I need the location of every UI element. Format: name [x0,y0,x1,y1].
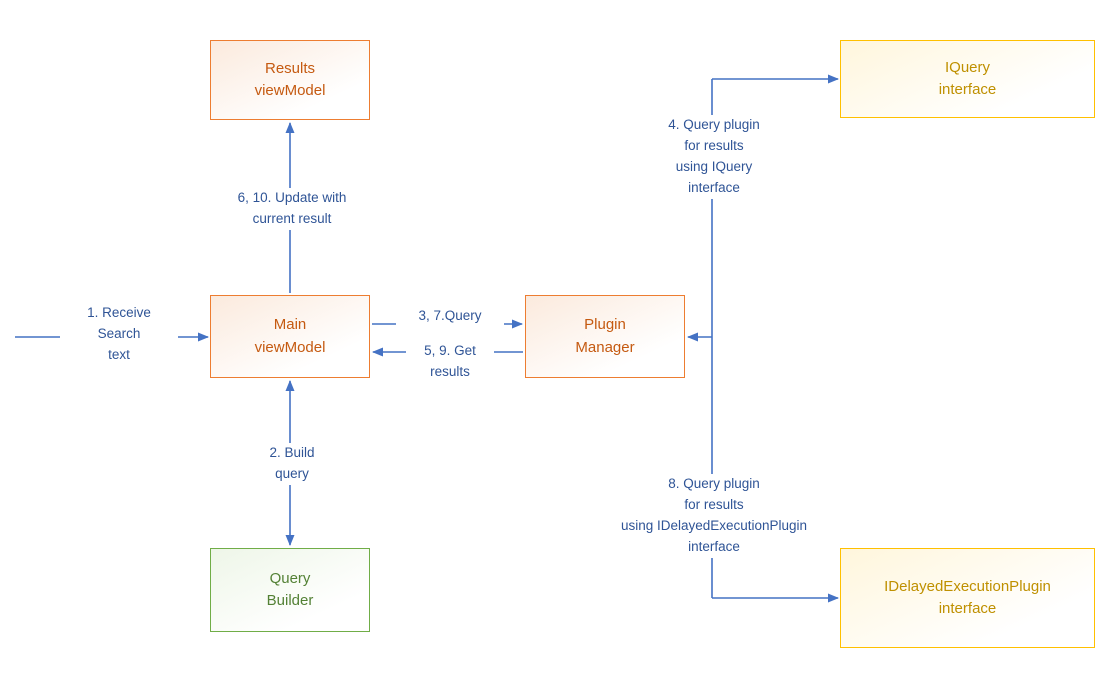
edge-label-query: 3, 7.Query [396,306,504,327]
edge-label-query-plugin-idelayed: 8. Query plugin for results using IDelay… [592,474,836,558]
edge-label-build-query: 2. Build query [248,443,336,485]
node-query-builder: Query Builder [210,548,370,632]
node-iquery-interface: IQuery interface [840,40,1095,118]
node-plugin-manager: Plugin Manager [525,295,685,378]
node-idelayedexecutionplugin-interface: IDelayedExecutionPlugin interface [840,548,1095,648]
edge-label-query-plugin-iquery: 4. Query plugin for results using IQuery… [645,115,783,199]
edge-label-get-results: 5, 9. Get results [406,341,494,383]
node-main-viewmodel: Main viewModel [210,295,370,378]
edge-label-update-with-current-result: 6, 10. Update with current result [213,188,371,230]
edge-label-receive-search-text: 1. Receive Search text [60,303,178,366]
node-results-viewmodel: Results viewModel [210,40,370,120]
